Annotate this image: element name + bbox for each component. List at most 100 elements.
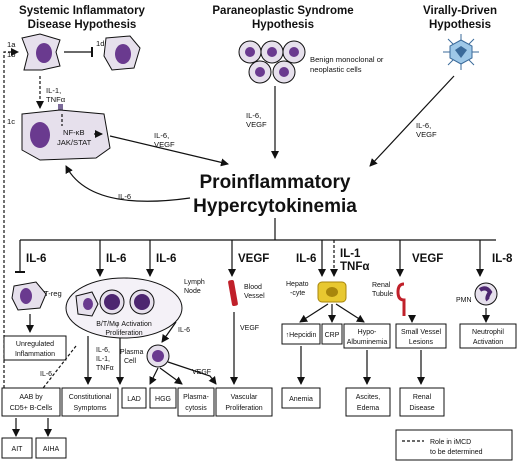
ascites-1: Ascites, (356, 394, 381, 401)
neutrophil-1: Neutrophil (472, 329, 504, 336)
lymph-node-1: Lymph (184, 279, 205, 286)
label-1b: 1b (7, 50, 15, 59)
vessel-vegf-label: VEGF (240, 325, 259, 332)
edge-virus-to-hypercytokinemia (369, 75, 455, 167)
edge-to-vascular (167, 361, 217, 385)
renal-tubule-1: Renal (372, 282, 391, 289)
label-1d: 1d (96, 39, 104, 48)
neoplastic-cells-icon (238, 40, 306, 84)
macrophage-cell-icon (21, 33, 61, 71)
plasma-cell-2: Cell (124, 358, 137, 365)
blood-vessel-1: Blood (244, 284, 262, 291)
cytokine-vegf-a: VEGF (238, 253, 269, 265)
unregulated-2: Inflammation (15, 351, 55, 358)
outcome-aiha (35, 437, 67, 459)
cytokine-il8: IL-8 (492, 253, 513, 265)
edge-to-hgg (149, 367, 159, 385)
unregulated-1: Unregulated (16, 341, 54, 348)
small-vessel-1: Small Vessel (401, 329, 442, 336)
outcome-aab (1, 387, 61, 417)
lymph-node-2: Node (184, 288, 201, 295)
label-1a: 1a (7, 40, 16, 49)
outcome-constitutional (61, 387, 119, 417)
nfkb-label: NF-κB (63, 128, 85, 137)
hypoalb-1: Hypo- (358, 329, 377, 336)
crp-text: CRP (325, 332, 340, 339)
paraneoplastic-title-1: Paraneoplastic Syndrome (212, 5, 353, 17)
receptor-icon (58, 104, 63, 112)
hepatocyte-icon (317, 281, 347, 303)
systemic-title-1: Systemic Inflammatory (19, 5, 146, 17)
plasma-cell-1: Plasma (120, 349, 143, 356)
outcome-plasmacytosis (177, 387, 215, 417)
activation-2: Proliferation (105, 330, 142, 337)
blood-vessel-icon (228, 279, 238, 307)
pmn-cell-icon (474, 282, 498, 306)
viral-vegf-label: VEGF (416, 130, 437, 139)
treg-label: T-reg (44, 289, 62, 298)
cytokine-il1: IL-1 (340, 248, 361, 260)
label-1c: 1c (7, 117, 15, 126)
feedback-il6-label: IL-6 (118, 192, 131, 201)
outcome-neutrophil (459, 323, 517, 349)
immune-cell-1d-icon (103, 35, 141, 71)
paraneoplastic-il6-label: IL-6, (246, 111, 261, 120)
center-title-2: Hypercytokinemia (193, 196, 357, 217)
outcome-hgg (149, 387, 177, 409)
outcome-hepcidin (281, 323, 321, 345)
neoplastic-label-2: neoplastic cells (310, 65, 362, 74)
plasma-vegf-label: VEGF (192, 369, 211, 376)
legend-1: Role in iMCD (430, 439, 471, 446)
il6-il1-tnfa-3: TNFα (96, 365, 114, 372)
legend-box (395, 429, 513, 461)
edge-hepatocyte-hepcidin (299, 303, 329, 323)
aiha-text: AIHA (43, 446, 60, 453)
tnfa-label: TNFα (46, 95, 66, 104)
paraneoplastic-vegf-label: VEGF (246, 120, 267, 129)
systemic-title-2: Disease Hypothesis (28, 19, 137, 31)
outcome-vascular (215, 387, 273, 417)
cytokine-il6-a: IL-6 (26, 253, 46, 265)
viral-title-2: Hypothesis (429, 19, 491, 31)
cytokine-il6-d: IL-6 (296, 253, 316, 265)
plasma-cell-icon (146, 344, 170, 368)
plasmacytosis-1: Plasma- (183, 394, 209, 401)
hepatocyte-2: -cyte (290, 290, 305, 297)
ascites-2: Edema (357, 405, 379, 412)
edge-to-plasmacytosis (159, 367, 183, 385)
small-vessel-2: Lesions (409, 339, 434, 346)
lymph-node-icon (65, 277, 183, 339)
il1-label: IL-1, (46, 86, 61, 95)
viral-title-1: Virally-Driven (423, 5, 497, 17)
il6-il1-tnfa-2: IL-1, (96, 356, 110, 363)
renal-tubule-icon (396, 282, 406, 316)
viral-il6-label: IL-6, (416, 121, 431, 130)
neoplastic-label-1: Benign monoclonal or (310, 55, 384, 64)
plasmacytosis-2: cytosis (185, 405, 207, 412)
constitutional-1: Constitutional (69, 394, 112, 401)
outcome-renal (399, 387, 445, 417)
cytokine-il6-c: IL-6 (156, 253, 176, 265)
neutrophil-2: Activation (473, 339, 503, 346)
anemia-text: Anemia (289, 396, 313, 403)
lad-text: LAD (127, 396, 141, 403)
renal-2: Disease (409, 405, 434, 412)
pmn-label: PMN (456, 297, 472, 304)
systemic-il6-label: IL-6, (154, 131, 169, 140)
jakstat-label: JAK/STAT (57, 138, 92, 147)
cytokine-vegf-b: VEGF (412, 253, 443, 265)
plasma-il6-label: IL-6 (178, 327, 190, 334)
cytokine-tnfa: TNFα (340, 261, 369, 273)
outcome-unregulated (3, 335, 67, 361)
aab-2: CD5+ B-Cells (10, 405, 53, 412)
vascular-2: Proliferation (225, 405, 262, 412)
renal-1: Renal (413, 394, 432, 401)
signaling-cell-1c-icon (21, 109, 111, 161)
feedback-edge-il6 (65, 165, 191, 202)
vascular-1: Vascular (231, 394, 258, 401)
outcome-ait (1, 437, 33, 459)
blood-vessel-2: Vessel (244, 293, 265, 300)
edge-hepatocyte-albumin (335, 303, 365, 323)
virus-icon (443, 34, 479, 70)
